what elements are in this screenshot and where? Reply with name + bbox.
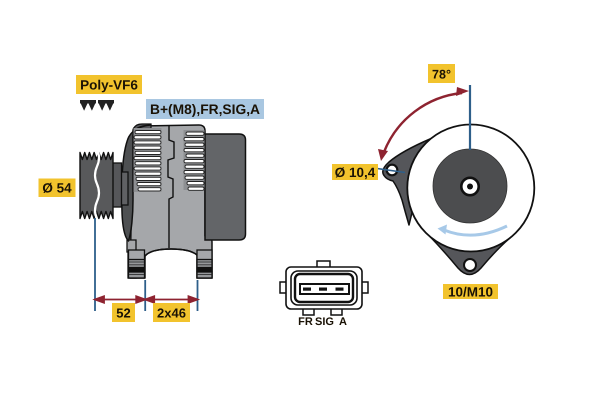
- svg-text:Ø 10,4: Ø 10,4: [335, 165, 376, 180]
- svg-text:FR: FR: [298, 316, 313, 328]
- svg-text:78°: 78°: [432, 68, 451, 82]
- svg-text:10/M10: 10/M10: [448, 285, 493, 300]
- svg-text:2x46: 2x46: [157, 306, 186, 321]
- svg-text:B+(M8),FR,SIG,A: B+(M8),FR,SIG,A: [150, 102, 260, 117]
- svg-text:SIG: SIG: [315, 316, 334, 328]
- svg-text:A: A: [339, 316, 347, 328]
- svg-text:Ø 54: Ø 54: [42, 181, 72, 196]
- svg-text:Poly-VF6: Poly-VF6: [80, 78, 138, 93]
- svg-text:52: 52: [116, 306, 130, 321]
